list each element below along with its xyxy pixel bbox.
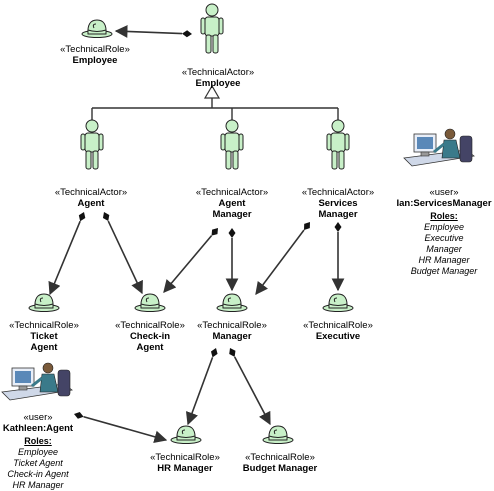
actor-services-manager-label: «TechnicalActor» Services Manager <box>288 187 388 220</box>
role-list-item: Manager <box>426 244 462 254</box>
stereotype: «TechnicalRole» <box>303 320 373 331</box>
user-name: Kathleen:Agent <box>2 423 74 434</box>
edge-actor-employee-to-role-employee <box>114 25 192 38</box>
actor-name-line2: Manager <box>318 209 358 220</box>
role-employee-label: «TechnicalRole» Employee <box>55 44 135 66</box>
role-list-item: Executive <box>424 233 464 243</box>
edge-agent-to-ticket-agent <box>48 212 86 296</box>
actor-agent-label: «TechnicalActor» Agent <box>41 187 141 209</box>
role-name-line1: Check-in <box>129 331 171 342</box>
role-name-line2: Agent <box>30 342 58 353</box>
edge-kathleen-to-hr-manager <box>74 411 168 444</box>
user-kathleen-label: «user» Kathleen:Agent <box>0 412 78 434</box>
actor-name-line1: Services <box>318 198 358 209</box>
actor-services-manager-icon <box>326 119 350 170</box>
role-checkin-agent-label: «TechnicalRole» Check-in Agent <box>110 320 190 353</box>
role-name: HR Manager <box>157 463 213 474</box>
stereotype: «user» <box>23 412 53 423</box>
role-name: Executive <box>315 331 361 342</box>
stereotype: «user» <box>429 187 459 198</box>
role-list-item: Ticket Agent <box>13 458 63 468</box>
role-list-item: HR Manager <box>418 255 470 265</box>
actor-agent-icon <box>80 119 104 170</box>
role-checkin-agent-hat-icon <box>134 293 166 312</box>
user-ian-label: «user» Ian:ServicesManager <box>392 187 494 209</box>
role-name: Budget Manager <box>242 463 318 474</box>
user-ian-computer-icon <box>403 128 475 167</box>
generalization-tree <box>91 84 339 120</box>
stereotype: «TechnicalRole» <box>9 320 79 331</box>
role-manager-hat-icon <box>216 293 248 312</box>
role-name: Manager <box>212 331 252 342</box>
actor-name-line2: Manager <box>212 209 252 220</box>
actor-name: Employee <box>195 78 241 89</box>
actor-name: Agent <box>77 198 105 209</box>
user-kathleen-computer-icon <box>1 362 73 401</box>
stereotype: «TechnicalActor» <box>181 67 255 78</box>
role-list-item: HR Manager <box>12 480 64 490</box>
user-name: Ian:ServicesManager <box>396 198 492 209</box>
stereotype: «TechnicalActor» <box>54 187 128 198</box>
actor-name-line1: Agent <box>218 198 246 209</box>
role-ticket-agent-label: «TechnicalRole» Ticket Agent <box>4 320 84 353</box>
role-hr-manager-label: «TechnicalRole» HR Manager <box>145 452 225 474</box>
role-budget-manager-label: «TechnicalRole» Budget Manager <box>234 452 326 474</box>
edge-agent-manager-to-checkin-agent <box>163 228 218 293</box>
stereotype: «TechnicalRole» <box>60 44 130 55</box>
role-list-item: Employee <box>423 222 465 232</box>
stereotype: «TechnicalActor» <box>195 187 269 198</box>
role-list-item: Check-in Agent <box>7 469 69 479</box>
actor-agent-manager-icon <box>220 119 244 170</box>
stereotype: «TechnicalRole» <box>197 320 267 331</box>
role-name-line1: Ticket <box>30 331 58 342</box>
roles-heading: Roles: <box>430 211 458 221</box>
role-ticket-agent-hat-icon <box>28 293 60 312</box>
role-manager-label: «TechnicalRole» Manager <box>192 320 272 342</box>
role-budget-manager-hat-icon <box>262 425 294 444</box>
edge-services-manager-to-executive <box>331 222 345 292</box>
role-list-item: Employee <box>17 447 59 457</box>
stereotype: «TechnicalRole» <box>150 452 220 463</box>
actor-employee-label: «TechnicalActor» Employee <box>168 67 268 89</box>
edge-agent-manager-to-manager <box>225 228 239 292</box>
role-executive-hat-icon <box>322 293 354 312</box>
roles-heading: Roles: <box>24 436 52 446</box>
edge-agent-to-checkin-agent <box>102 212 143 295</box>
role-employee-hat-icon <box>81 19 113 38</box>
role-executive-label: «TechnicalRole» Executive <box>298 320 378 342</box>
role-list-item: Budget Manager <box>410 266 478 276</box>
edge-manager-to-hr-manager <box>185 348 218 426</box>
role-hr-manager-hat-icon <box>170 425 202 444</box>
role-name-line2: Agent <box>136 342 164 353</box>
actor-agent-manager-label: «TechnicalActor» Agent Manager <box>182 187 282 220</box>
role-name: Employee <box>72 55 118 66</box>
stereotype: «TechnicalRole» <box>115 320 185 331</box>
actor-employee-icon <box>200 3 224 54</box>
edge-services-manager-to-manager <box>255 222 310 296</box>
stereotype: «TechnicalActor» <box>301 187 375 198</box>
stereotype: «TechnicalRole» <box>245 452 315 463</box>
edge-manager-to-budget-manager <box>229 348 271 426</box>
